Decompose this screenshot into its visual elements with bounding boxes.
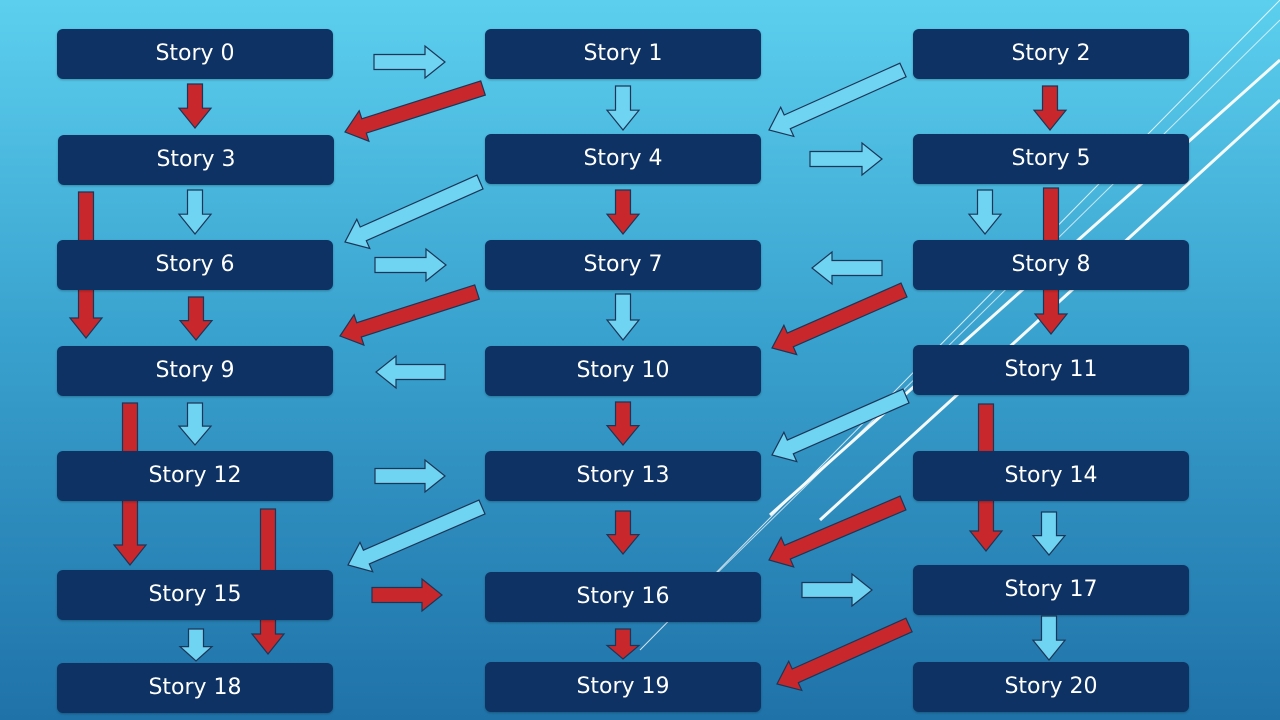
story-box-18[interactable]: Story 18 [57, 663, 333, 713]
arrow-6-to-7 [374, 247, 447, 283]
story-box-7[interactable]: Story 7 [485, 240, 761, 290]
arrow-8-to-10 [771, 282, 908, 356]
arrow-2-to-5 [1032, 85, 1068, 131]
arrow-13-to-15 [347, 499, 486, 573]
arrow-11-to-13 [771, 388, 910, 463]
arrow-4-to-6 [344, 174, 484, 250]
story-box-5[interactable]: Story 5 [913, 134, 1189, 184]
arrow-17-to-19 [776, 617, 913, 692]
story-box-9[interactable]: Story 9 [57, 346, 333, 396]
arrow-4-to-7 [605, 189, 641, 235]
arrow-3-to-6 [177, 189, 213, 235]
arrow-12-to-13 [374, 458, 446, 494]
story-box-0[interactable]: Story 0 [57, 29, 333, 79]
arrow-0-to-1 [373, 44, 446, 80]
story-box-10[interactable]: Story 10 [485, 346, 761, 396]
arrow-7-to-9 [339, 284, 481, 347]
arrow-16-to-19 [605, 628, 641, 660]
arrow-2-to-4 [768, 62, 907, 138]
arrow-5-to-8 [967, 189, 1003, 235]
arrow-0-to-3 [177, 83, 213, 129]
arrow-17-to-20 [1031, 615, 1067, 661]
arrow-15-to-16 [371, 577, 443, 613]
arrow-16-to-17 [801, 572, 873, 608]
story-box-6[interactable]: Story 6 [57, 240, 333, 290]
story-box-12[interactable]: Story 12 [57, 451, 333, 501]
story-box-20[interactable]: Story 20 [913, 662, 1189, 712]
arrow-4-to-5 [809, 141, 883, 177]
arrow-1-to-4 [605, 85, 641, 131]
story-box-17[interactable]: Story 17 [913, 565, 1189, 615]
arrow-10-to-9 [375, 354, 446, 390]
story-box-4[interactable]: Story 4 [485, 134, 761, 184]
arrow-10-to-13 [605, 401, 641, 446]
arrow-7-to-10 [605, 293, 641, 341]
story-box-3[interactable]: Story 3 [58, 135, 334, 185]
arrow-1-to-3 [344, 80, 487, 143]
arrow-9-to-12 [177, 402, 213, 446]
story-box-2[interactable]: Story 2 [913, 29, 1189, 79]
arrow-14-to-16 [768, 495, 907, 568]
arrow-13-to-16 [605, 510, 641, 555]
story-box-16[interactable]: Story 16 [485, 572, 761, 622]
arrow-6-to-9 [178, 296, 214, 341]
story-box-11[interactable]: Story 11 [913, 345, 1189, 395]
story-box-15[interactable]: Story 15 [57, 570, 333, 620]
story-box-14[interactable]: Story 14 [913, 451, 1189, 501]
arrow-8-to-7 [811, 250, 883, 286]
story-box-8[interactable]: Story 8 [913, 240, 1189, 290]
story-box-13[interactable]: Story 13 [485, 451, 761, 501]
arrow-14-to-17 [1031, 511, 1067, 556]
story-box-1[interactable]: Story 1 [485, 29, 761, 79]
arrow-15-to-18 [178, 628, 214, 662]
story-box-19[interactable]: Story 19 [485, 662, 761, 712]
